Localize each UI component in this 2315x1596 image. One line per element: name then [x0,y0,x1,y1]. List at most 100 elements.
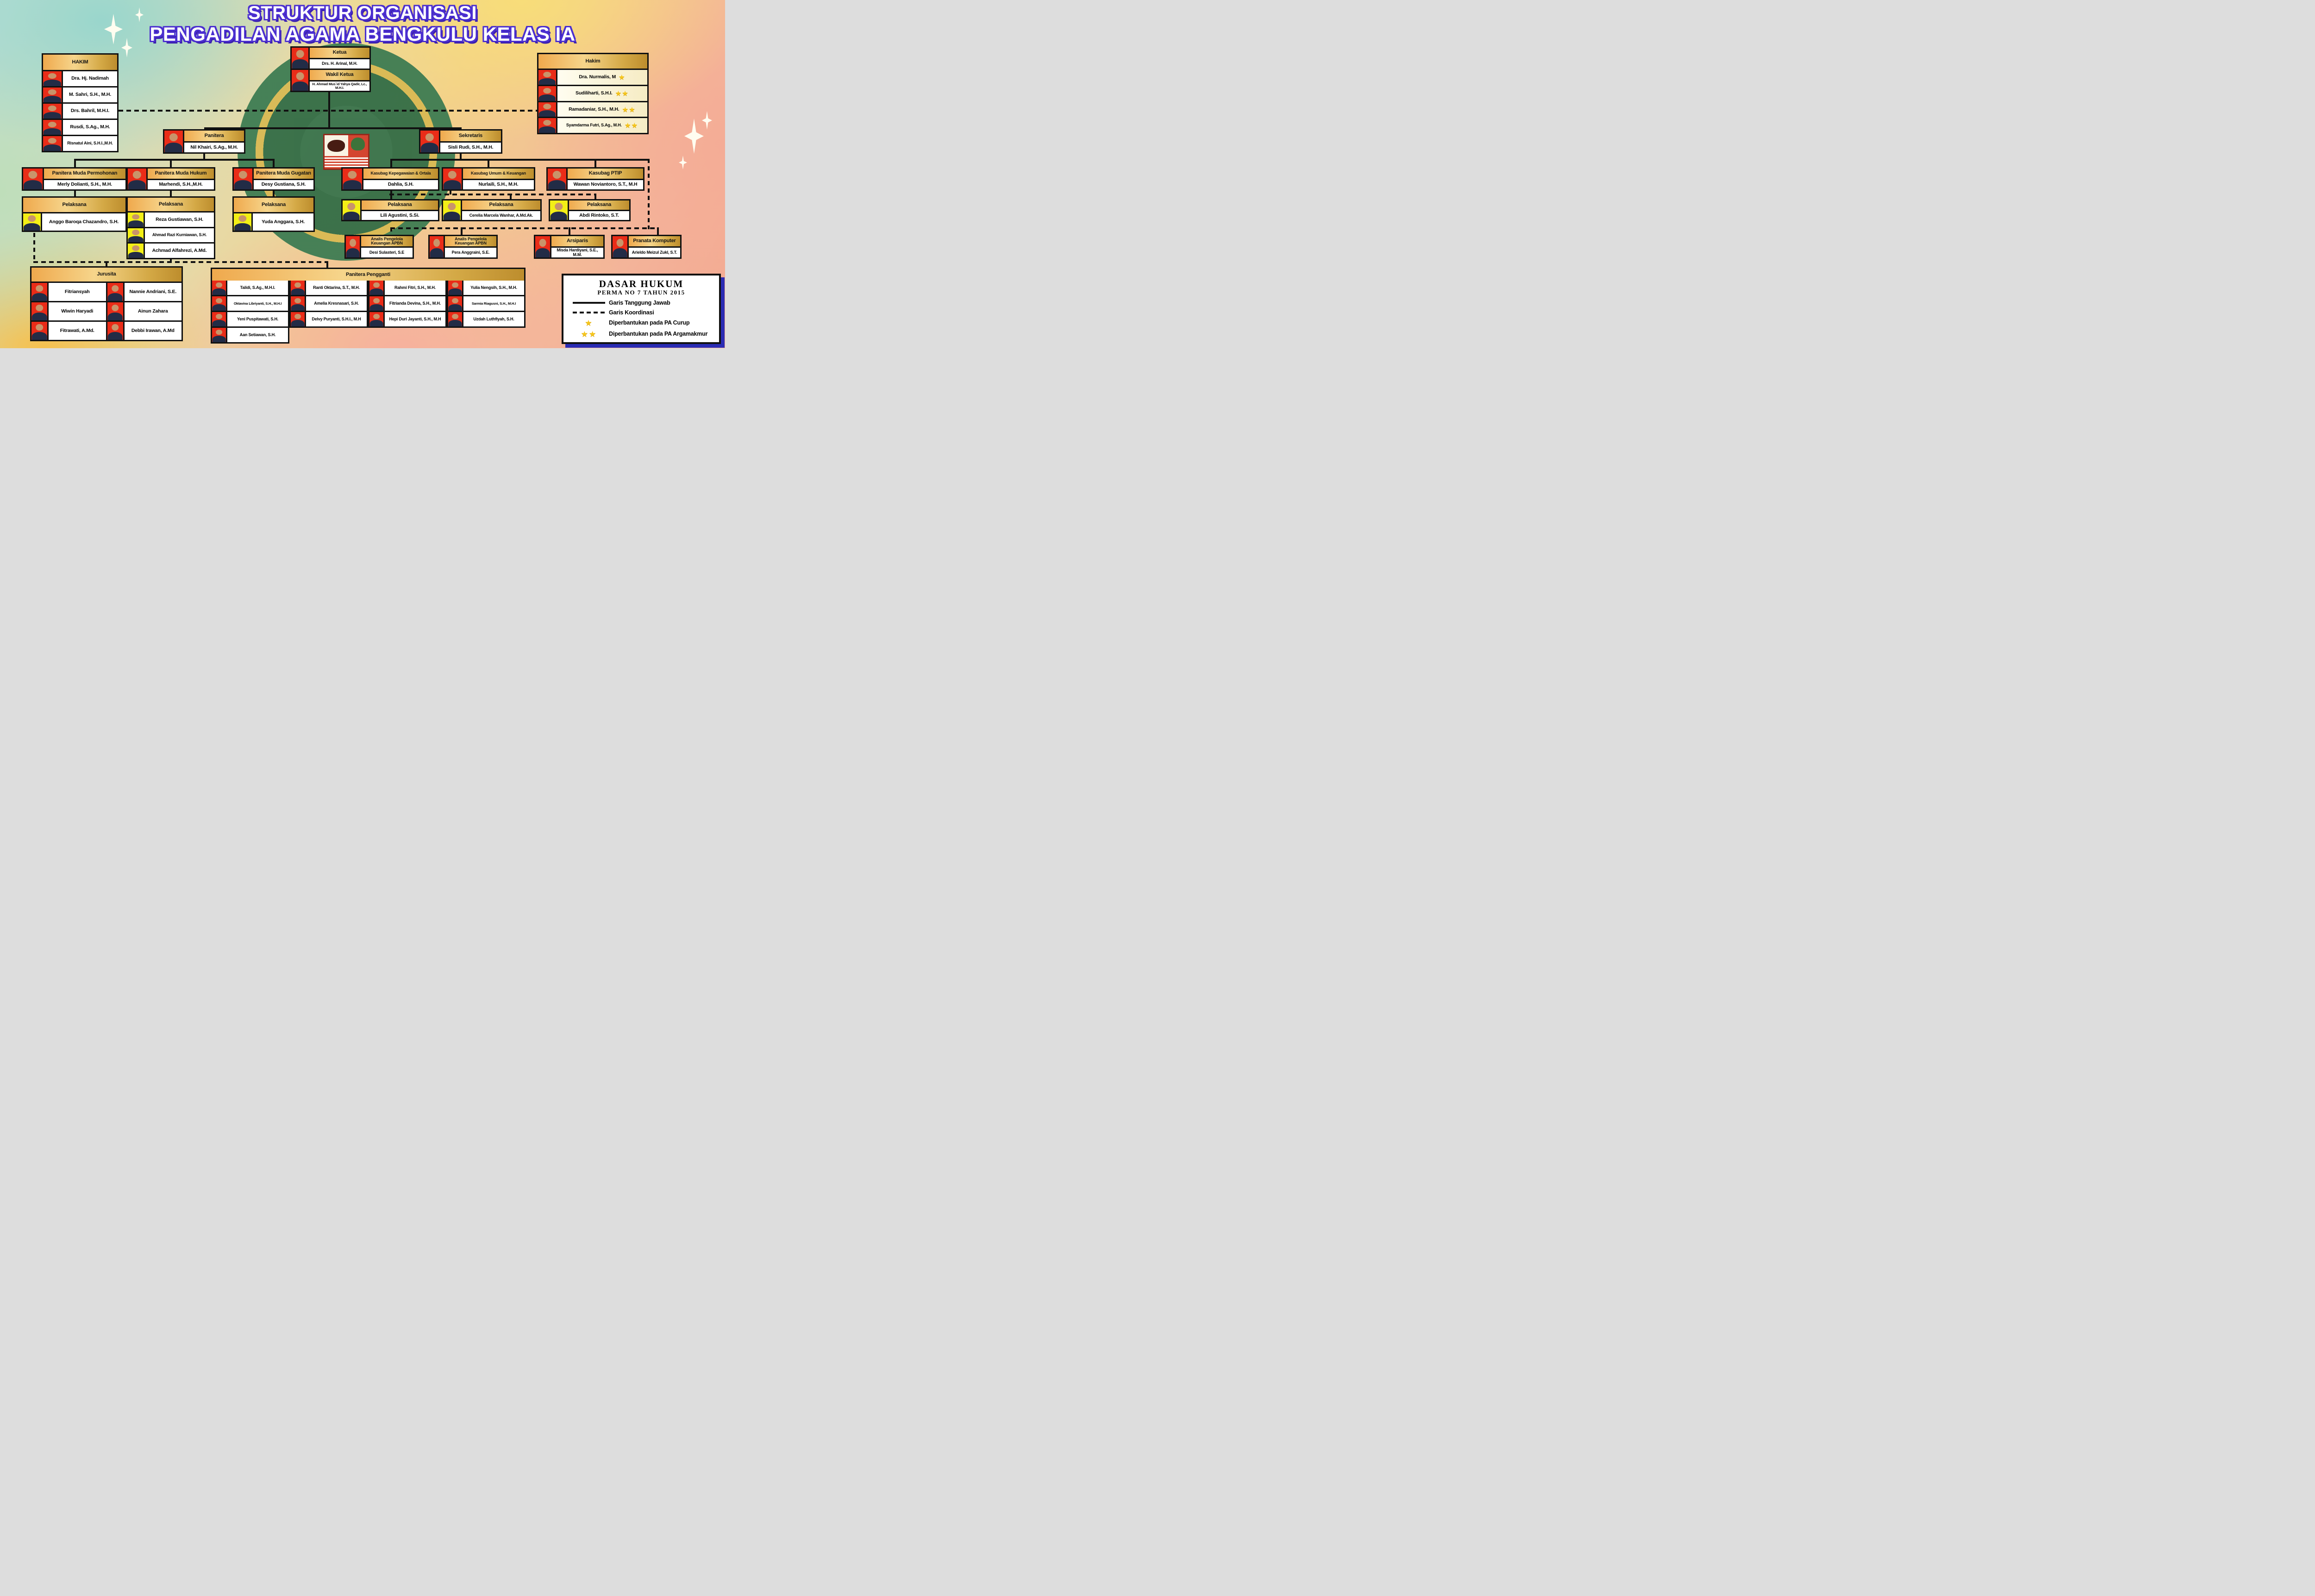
unit-title: Pelaksana [23,198,125,212]
member-name: Sarmia Riagusni, S.H., M.H.I [463,296,524,311]
member-row: Risnatul Aini, S.H.I.,M.H. [43,135,117,151]
org-box-pelaksana-permohonan: Pelaksana Anggo Baroqa Chazandro, S.H. [22,196,127,232]
member-photo [369,281,385,295]
legend-item: ★★ Diperbantukan pada PA Argamakmur [569,330,713,338]
member-name: Misda Hardiyani, S.E., M.M. [551,248,603,257]
member-name: Ramadaniar, S.H., M.H.★★ [557,102,647,117]
connector-line [390,159,392,167]
member-name: Hepi Duri Jayanti, S.H., M.H [385,312,445,326]
connector-line [510,194,512,199]
member-name: Fitriansyah [49,283,107,301]
member-row: Ranti Oktarina, S.T., M.H. [289,281,368,296]
unit-title: Pelaksana [569,200,629,212]
star-icon: ★★ [581,329,597,338]
member-photo [164,131,184,152]
member-name: Ranti Oktarina, S.T., M.H. [306,281,367,295]
panitera-pengganti-col-2: Ranti Oktarina, S.T., M.H. Amelia Kresna… [289,281,368,328]
panitera-pengganti-col-1: Talidi, S.Ag., M.H.I. Oktavina Libriyant… [211,281,289,344]
member-photo [212,312,227,326]
member-photo [31,322,49,340]
unit-title: Pranata Komputer [629,236,680,248]
shield-tree-icon [348,135,368,156]
member-name: Delvy Puryanti, S.H.I., M.H [306,312,367,326]
unit-title: Jurusita [31,268,181,282]
member-row: M. Sahri, S.H., M.H. [43,86,117,102]
member-row: Uzdah Luthfiyah, S.H. [447,312,526,328]
member-photo [430,236,445,257]
connector-line [170,159,172,167]
unit-title: Pelaksana [234,198,313,212]
member-photo [107,283,125,301]
coordination-line [648,159,650,229]
connector-line [170,190,172,197]
member-photo [234,213,253,231]
wakil-ketua-block: Wakil Ketua H. Ahmad Mus`id Yahya Qadir,… [292,70,369,91]
connector-line [204,127,462,129]
connector-line [170,258,172,262]
member-name: Yulia Nengsih, S.H., M.H. [463,281,524,295]
member-name: Achmad Alfahrezi, A.Md. [145,244,214,258]
connector-line [74,159,76,167]
member-row: Achmad Alfahrezi, A.Md. [128,242,214,258]
member-photo [538,70,557,85]
member-photo [448,296,463,311]
star-icon: ★ [619,74,626,81]
member-name: Fitrawati, A.Md. [49,322,107,340]
member-name: Aan Setiawan, S.H. [227,328,288,342]
org-box-kasubag-umum: Kasubag Umum & Keuangan Nurlaili, S.H., … [442,167,535,191]
member-photo [23,169,44,189]
member-name: Debbi Irawan, A.Md [124,322,181,340]
member-row: Fitrianda Devina, S.H., M.H. [368,296,447,312]
member-photo [43,120,63,135]
member-name: Desy Gustiana, S.H. [254,180,313,189]
member-name: Reza Gustiawan, S.H. [145,213,214,227]
member-photo [43,136,63,151]
legend-title: DASAR HUKUM [599,278,684,289]
page-title-line2: PENGADILAN AGAMA BENGKULU KELAS IA [150,23,576,45]
legend-item: Garis Koordinasi [569,309,713,316]
member-photo [538,102,557,117]
member-name: Sudiliharti, S.H.I.★★ [557,86,647,101]
member-photo [291,281,306,295]
member-photo [31,283,49,301]
member-photo [128,244,145,258]
coordination-line [390,227,659,229]
member-name: Anggo Baroqa Chazandro, S.H. [42,213,125,231]
org-box-panitera-pengganti-header: Panitera Pengganti [211,268,526,282]
coordination-line [390,227,392,235]
connector-line [657,227,659,235]
member-name: Dahlia, S.H. [363,180,438,189]
member-row: Talidi, S.Ag., M.H.I. [211,281,289,296]
member-photo [107,322,125,340]
member-name: Rusdi, S.Ag., M.H. [63,120,117,135]
member-photo [550,200,569,220]
member-row: Sudiliharti, S.H.I.★★ [538,84,647,101]
unit-title: Analis Pengelola Keuangan APBN [361,236,413,248]
member-name: Arieldo Meizul Zukl, S.T. [629,248,680,257]
connector-line [450,190,451,194]
legend-item: Garis Tanggung Jawab [569,300,713,306]
member-photo [43,88,63,102]
org-box-ketua-wakil: Ketua Drs. H. Arinal, M.H. Wakil Ketua H… [290,46,371,92]
member-name: H. Ahmad Mus`id Yahya Qadir, Lc., M.H.I. [310,81,369,91]
member-row: Delvy Puryanti, S.H.I., M.H [289,312,368,328]
connector-line [569,227,570,235]
panitera-pengganti-col-3: Rahmi Fitri, S.H., M.H. Fitrianda Devina… [368,281,447,328]
member-name: Drs. H. Arinal, M.H. [310,59,369,69]
member-row: Yulia Nengsih, S.H., M.H. [447,281,526,296]
unit-title: Ketua [310,48,369,59]
connector-line [390,194,392,199]
unit-title: Sekretaris [440,131,501,143]
connector-line [488,159,489,167]
member-row: Fitrawati, A.Md. Debbi Irawan, A.Md [31,320,181,340]
unit-title: Pelaksana [128,198,214,211]
member-name: Dra. Hj. Nadimah [63,71,117,86]
member-row: Ahmad Razi Kurniawan, S.H. [128,226,214,243]
member-name: Rahmi Fitri, S.H., M.H. [385,281,445,295]
org-box-analis-apbn-2: Analis Pengelola Keuangan APBN Pera Angg… [428,235,498,259]
member-row: Yeni Puspitawati, S.H. [211,312,289,328]
unit-title: Arsiparis [551,236,603,248]
org-box-hakim-left: HAKIM Dra. Hj. Nadimah M. Sahri, S.H., M… [42,53,119,152]
sparkle-icon [684,119,704,154]
sparkle-icon [702,111,712,130]
